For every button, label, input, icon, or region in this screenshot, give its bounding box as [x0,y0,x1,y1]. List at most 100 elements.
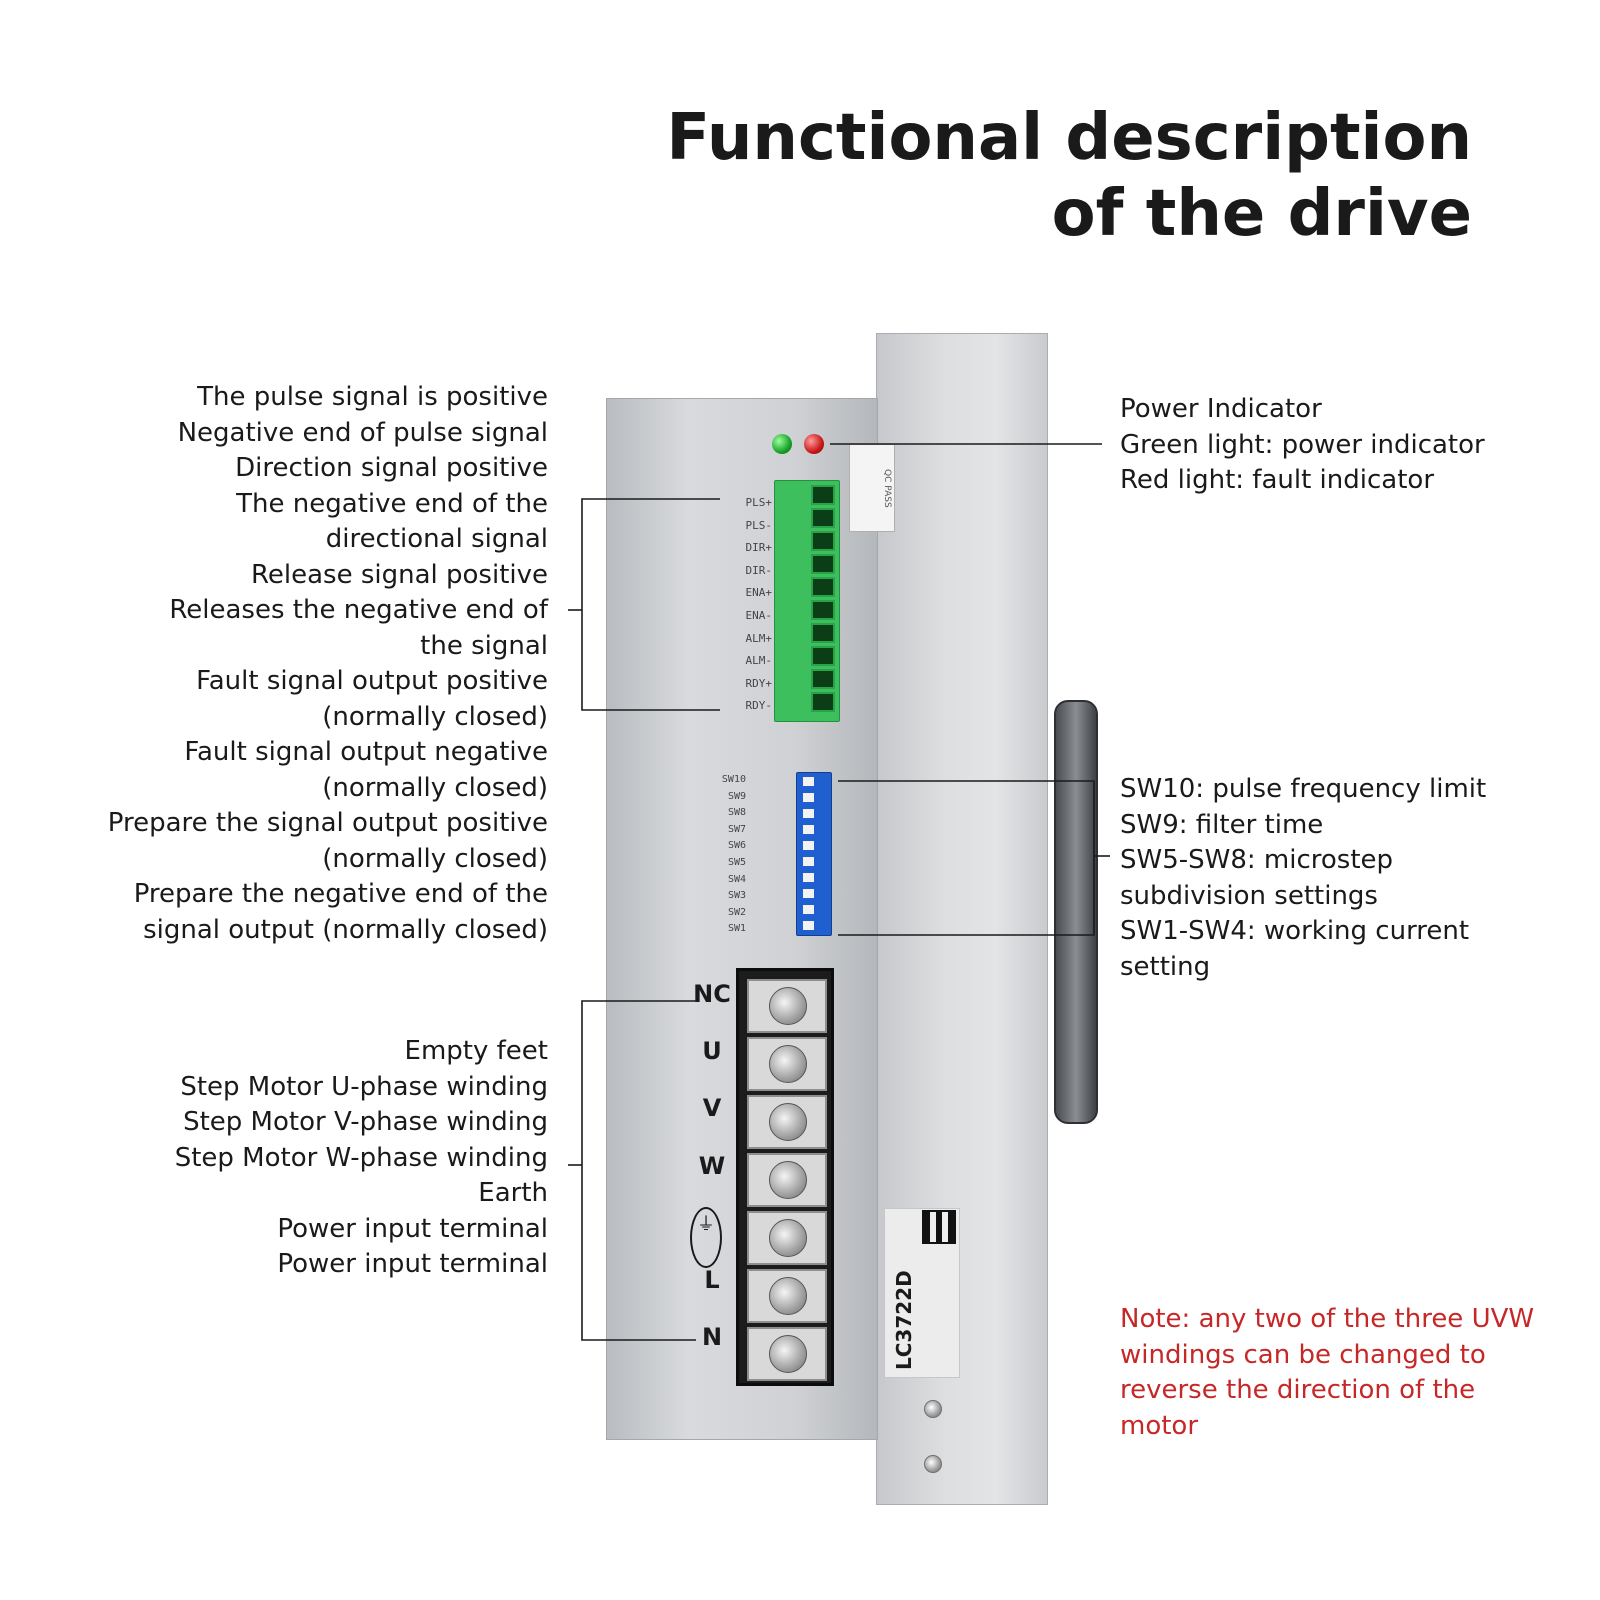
power-label-l: L [704,1265,720,1294]
screw-icon [769,1045,807,1083]
terminal-slot [811,692,835,712]
dip-lever[interactable] [803,857,814,866]
indicator-desc-line: Green light: power indicator [1120,429,1485,460]
dip-descriptions: SW10: pulse frequency limit SW9: filter … [1120,772,1486,985]
page-title: Functional description of the drive [666,100,1472,252]
power-label-n: N [701,1323,723,1352]
power-desc-line: Step Motor W-phase winding [174,1142,548,1173]
signal-desc-line: signal output (normally closed) [143,914,548,945]
screw-terminal[interactable] [747,1269,827,1323]
title-line-1: Functional description [666,101,1472,175]
signal-desc-line: Prepare the signal output positive [107,808,548,838]
terminal-label: DIR+ [745,541,773,555]
fault-led-red [804,434,824,454]
terminal-label: ENA- [745,608,773,622]
dip-lever[interactable] [803,889,814,898]
indicator-desc-line: Red light: fault indicator [1120,465,1435,495]
screw-terminal[interactable] [747,1095,827,1149]
power-label-u: U [702,1037,722,1066]
dip-lever[interactable] [803,825,814,834]
dip-lever[interactable] [803,793,814,802]
signal-descriptions: The pulse signal is positive Negative en… [108,380,548,948]
power-desc-line: Power input terminal [277,1213,548,1244]
dip-lever[interactable] [803,809,814,818]
signal-desc-line: (normally closed) [322,843,548,874]
power-led-green [772,434,792,454]
screw-terminal[interactable] [747,979,827,1033]
screw-terminal[interactable] [747,1211,827,1265]
signal-terminal-block [774,480,840,722]
terminal-label: RDY+ [745,676,773,690]
signal-terminal-labels: PLS+ PLS- DIR+ DIR- ENA+ ENA- ALM+ ALM- … [728,492,773,718]
dip-label: SW9 [727,790,746,802]
terminal-label: ENA+ [745,586,773,600]
power-terminal-block [736,968,834,1386]
screw-icon [769,1161,807,1199]
indicator-descriptions: Power Indicator Green light: power indic… [1120,392,1485,499]
dip-label: SW10 [721,774,746,785]
dip-lever[interactable] [803,921,814,930]
dip-lever[interactable] [803,905,814,914]
terminal-slot [811,508,835,528]
screw-terminal[interactable] [747,1037,827,1091]
screw-icon [769,1219,807,1257]
power-label-v: V [702,1094,722,1123]
dip-label: SW6 [727,840,746,852]
direction-note: Note: any two of the three UVW windings … [1120,1304,1535,1441]
terminal-slot [811,669,835,689]
dip-desc-line: SW1-SW4: working current [1120,916,1470,946]
signal-desc-line: Direction signal positive [235,453,548,483]
signal-desc-line: directional signal [325,524,548,554]
signal-desc-line: The negative end of the [236,488,548,519]
screw-terminal[interactable] [747,1327,827,1381]
earth-icon: ⏚ [690,1206,722,1268]
terminal-label: PLS- [745,518,773,532]
dip-lever[interactable] [803,841,814,850]
power-terminal-labels: NC U V W ⏚ L N [690,978,734,1378]
indicator-desc-line: Power Indicator [1120,394,1322,424]
terminal-label: ALM- [745,654,773,668]
dip-lever[interactable] [803,873,814,882]
terminal-slot [811,646,835,666]
dip-switch-block[interactable] [796,772,832,936]
signal-desc-line: The pulse signal is positive [197,382,548,412]
dip-label: SW8 [727,807,746,819]
signal-desc-line: (normally closed) [322,772,548,803]
dip-switch-labels: SW10 SW9 SW8 SW7 SW6 SW5 SW4 SW3 SW2 SW1 [712,772,746,938]
terminal-slot [811,554,835,574]
dip-desc-line: SW10: pulse frequency limit [1120,774,1487,804]
mounting-hole [924,1400,942,1418]
dip-label: SW5 [727,856,746,868]
terminal-label: ALM+ [745,631,773,645]
dip-desc-line: SW9: filter time [1120,809,1324,840]
screw-terminal[interactable] [747,1153,827,1207]
model-number: LC3722D [892,1270,916,1370]
screw-icon [769,1335,807,1373]
dip-label: SW4 [727,873,746,885]
screw-icon [769,987,807,1025]
terminal-label: RDY- [745,699,773,713]
power-desc-line: Earth [478,1178,548,1208]
power-desc-line: Empty feet [404,1036,548,1066]
terminal-slot [811,600,835,620]
signal-desc-line: Releases the negative end of [169,595,548,625]
power-label-w: W [698,1151,726,1180]
dip-desc-line: subdivision settings [1120,880,1378,911]
power-descriptions: Empty feet Step Motor U-phase winding St… [175,1034,548,1283]
screw-icon [769,1103,807,1141]
signal-desc-line: Fault signal output negative [184,737,548,767]
mounting-hole [924,1455,942,1473]
signal-desc-line: (normally closed) [322,701,548,732]
dip-desc-line: setting [1120,951,1211,982]
dip-lever[interactable] [803,777,814,786]
qc-sticker: QC PASS [849,444,895,532]
terminal-label: DIR- [745,563,773,577]
screw-icon [769,1277,807,1315]
dip-label: SW1 [727,923,746,935]
dip-label: SW3 [727,890,746,902]
terminal-slot [811,623,835,643]
terminal-slot [811,531,835,551]
terminal-slot [811,485,835,505]
power-desc-line: Step Motor U-phase winding [180,1071,548,1102]
